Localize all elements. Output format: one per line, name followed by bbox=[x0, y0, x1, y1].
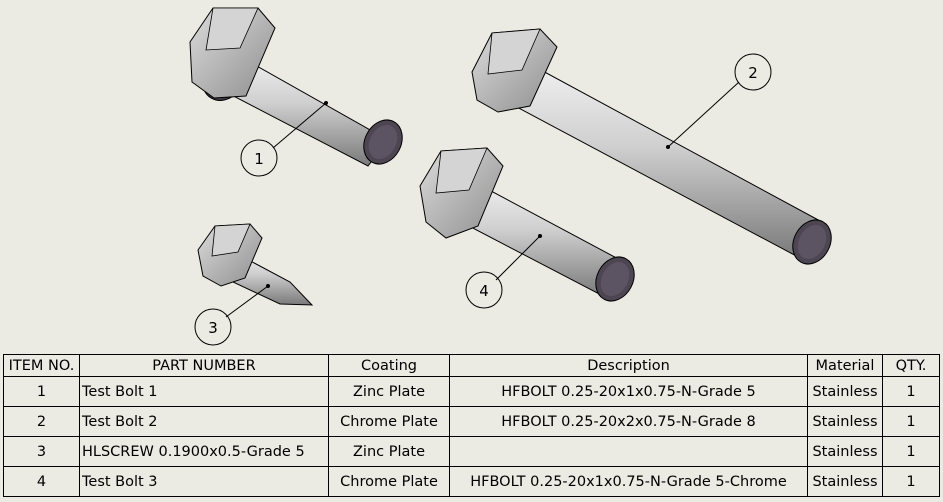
screw-3-model[interactable] bbox=[197, 223, 314, 306]
balloon-2-label: 2 bbox=[748, 64, 758, 82]
header-description[interactable]: Description bbox=[449, 354, 808, 377]
header-item-no[interactable]: ITEM NO. bbox=[3, 354, 80, 377]
cell-description[interactable]: HFBOLT 0.25-20x2x0.75-N-Grade 8 bbox=[449, 406, 808, 437]
bolt-4-model[interactable] bbox=[419, 147, 642, 308]
balloon-2[interactable]: 2 bbox=[666, 53, 772, 149]
bom-header-row: ITEM NO. PART NUMBER Coating Description… bbox=[3, 354, 940, 377]
balloon-1[interactable]: 1 bbox=[240, 101, 328, 177]
balloon-4[interactable]: 4 bbox=[465, 234, 542, 309]
balloon-3[interactable]: 3 bbox=[194, 284, 270, 346]
cell-qty[interactable]: 1 bbox=[882, 466, 940, 497]
bolt-2-model[interactable] bbox=[471, 28, 839, 271]
cell-item-no[interactable]: 2 bbox=[3, 406, 80, 437]
cell-description[interactable]: HFBOLT 0.25-20x1x0.75-N-Grade 5 bbox=[449, 376, 808, 407]
cell-description[interactable] bbox=[449, 436, 808, 467]
bill-of-materials-table: ITEM NO. PART NUMBER Coating Description… bbox=[3, 354, 940, 497]
cell-qty[interactable]: 1 bbox=[882, 436, 940, 467]
cell-material[interactable]: Stainless bbox=[807, 466, 883, 497]
cell-part-number[interactable]: Test Bolt 3 bbox=[79, 466, 329, 497]
header-part-number[interactable]: PART NUMBER bbox=[79, 354, 329, 377]
cell-item-no[interactable]: 1 bbox=[3, 376, 80, 407]
cell-item-no[interactable]: 4 bbox=[3, 466, 80, 497]
cell-coating[interactable]: Chrome Plate bbox=[328, 466, 450, 497]
balloon-3-label: 3 bbox=[208, 319, 218, 337]
header-material[interactable]: Material bbox=[807, 354, 883, 377]
bolt-1-model[interactable] bbox=[189, 7, 410, 171]
cell-description[interactable]: HFBOLT 0.25-20x1x0.75-N-Grade 5-Chrome bbox=[449, 466, 808, 497]
balloon-1-label: 1 bbox=[254, 150, 264, 168]
table-row[interactable]: 1 Test Bolt 1 Zinc Plate HFBOLT 0.25-20x… bbox=[3, 376, 940, 407]
table-row[interactable]: 3 HLSCREW 0.1900x0.5-Grade 5 Zinc Plate … bbox=[3, 436, 940, 467]
cell-coating[interactable]: Zinc Plate bbox=[328, 436, 450, 467]
cell-material[interactable]: Stainless bbox=[807, 436, 883, 467]
cell-part-number[interactable]: HLSCREW 0.1900x0.5-Grade 5 bbox=[79, 436, 329, 467]
cell-item-no[interactable]: 3 bbox=[3, 436, 80, 467]
assembly-drawing-view: 1 2 3 4 bbox=[189, 7, 839, 346]
header-qty[interactable]: QTY. bbox=[882, 354, 940, 377]
cell-coating[interactable]: Zinc Plate bbox=[328, 376, 450, 407]
cell-material[interactable]: Stainless bbox=[807, 406, 883, 437]
table-row[interactable]: 4 Test Bolt 3 Chrome Plate HFBOLT 0.25-2… bbox=[3, 466, 940, 497]
cell-qty[interactable]: 1 bbox=[882, 406, 940, 437]
cell-part-number[interactable]: Test Bolt 2 bbox=[79, 406, 329, 437]
cell-material[interactable]: Stainless bbox=[807, 376, 883, 407]
table-row[interactable]: 2 Test Bolt 2 Chrome Plate HFBOLT 0.25-2… bbox=[3, 406, 940, 437]
cell-coating[interactable]: Chrome Plate bbox=[328, 406, 450, 437]
cell-part-number[interactable]: Test Bolt 1 bbox=[79, 376, 329, 407]
header-coating[interactable]: Coating bbox=[328, 354, 450, 377]
cell-qty[interactable]: 1 bbox=[882, 376, 940, 407]
balloon-4-label: 4 bbox=[479, 282, 489, 300]
